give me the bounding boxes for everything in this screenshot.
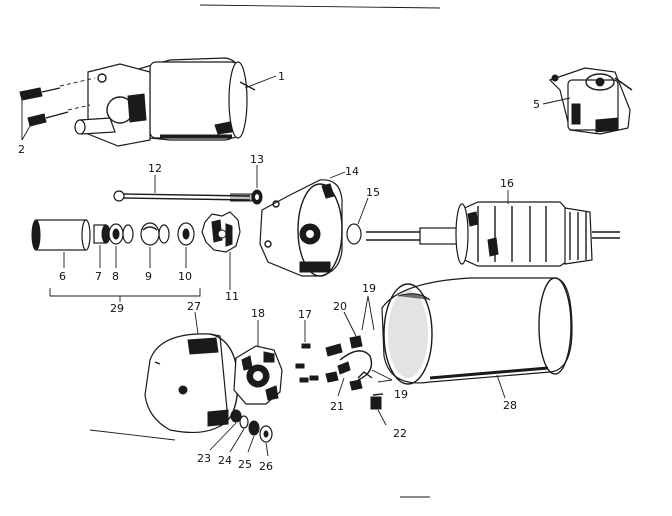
label-8: 8 bbox=[112, 270, 119, 283]
leader-15 bbox=[357, 197, 369, 225]
part-through-bolt bbox=[113, 190, 253, 202]
label-2: 2 bbox=[18, 143, 25, 156]
part-armature bbox=[366, 201, 620, 267]
leader-24 bbox=[229, 428, 245, 453]
part-small-screws bbox=[295, 343, 319, 383]
label-1: 1 bbox=[278, 70, 285, 83]
part-hardware-25 bbox=[248, 420, 260, 436]
part-drive-sleeve bbox=[31, 219, 91, 251]
label-24: 24 bbox=[218, 454, 232, 467]
part-starter-motor-assembly bbox=[74, 57, 256, 147]
part-washer-10 bbox=[177, 222, 195, 246]
part-hardware-23 bbox=[230, 409, 242, 423]
part-solenoid bbox=[548, 67, 633, 135]
leader-1 bbox=[244, 75, 277, 89]
label-13: 13 bbox=[250, 153, 264, 166]
part-7 bbox=[93, 224, 111, 244]
label-15: 15 bbox=[366, 186, 380, 199]
label-19-top: 19 bbox=[362, 282, 376, 295]
label-29: 29 bbox=[110, 302, 124, 315]
part-washer-15 bbox=[346, 223, 362, 245]
bracket-29 bbox=[49, 288, 201, 297]
label-21: 21 bbox=[330, 400, 344, 413]
leader-27 bbox=[194, 311, 199, 335]
label-25: 25 bbox=[238, 458, 252, 471]
label-16: 16 bbox=[500, 177, 514, 190]
label-9: 9 bbox=[145, 270, 152, 283]
label-22: 22 bbox=[393, 427, 407, 440]
label-28: 28 bbox=[503, 399, 517, 412]
leader-28 bbox=[496, 374, 506, 399]
label-20: 20 bbox=[333, 300, 347, 313]
label-7: 7 bbox=[95, 270, 102, 283]
part-brushes-springs bbox=[325, 335, 373, 391]
label-19-bottom: 19 bbox=[394, 388, 408, 401]
label-18: 18 bbox=[251, 307, 265, 320]
label-12: 12 bbox=[148, 162, 162, 175]
part-22 bbox=[370, 393, 384, 410]
leader-19b-2 bbox=[377, 379, 393, 383]
label-11: 11 bbox=[225, 290, 239, 303]
scan-line-top bbox=[199, 4, 441, 9]
leader-23 bbox=[209, 422, 237, 451]
part-screws bbox=[19, 77, 96, 127]
leader-5 bbox=[542, 97, 571, 105]
label-14: 14 bbox=[345, 165, 359, 178]
part-washer-8 bbox=[108, 223, 124, 245]
leader-14 bbox=[329, 171, 346, 179]
leader-20 bbox=[343, 311, 357, 337]
part-pinion-gear bbox=[201, 211, 241, 253]
part-brush-plate bbox=[233, 345, 283, 405]
leader-26 bbox=[265, 442, 269, 457]
part-hardware-24 bbox=[239, 415, 249, 429]
leader-19a-2 bbox=[361, 295, 369, 331]
leader-22 bbox=[377, 409, 387, 426]
leader-21 bbox=[337, 377, 345, 397]
label-23: 23 bbox=[197, 452, 211, 465]
label-27: 27 bbox=[187, 300, 201, 313]
part-spring-9 bbox=[140, 222, 170, 246]
part-nut-13 bbox=[251, 189, 263, 205]
scan-line-bottom-left bbox=[89, 429, 176, 441]
part-end-cap bbox=[144, 333, 239, 433]
part-drive-end-housing bbox=[259, 179, 343, 277]
label-10: 10 bbox=[178, 270, 192, 283]
label-5: 5 bbox=[533, 98, 540, 111]
leader-2b bbox=[21, 125, 31, 141]
label-17: 17 bbox=[298, 308, 312, 321]
leader-19b-1 bbox=[371, 369, 393, 381]
leader-19a-1 bbox=[367, 295, 375, 331]
leader-25 bbox=[247, 435, 255, 453]
part-hardware-26 bbox=[259, 425, 273, 443]
part-frame-housing bbox=[381, 277, 573, 385]
label-26: 26 bbox=[259, 460, 273, 473]
label-6: 6 bbox=[59, 270, 66, 283]
part-washer-extra bbox=[122, 224, 134, 244]
